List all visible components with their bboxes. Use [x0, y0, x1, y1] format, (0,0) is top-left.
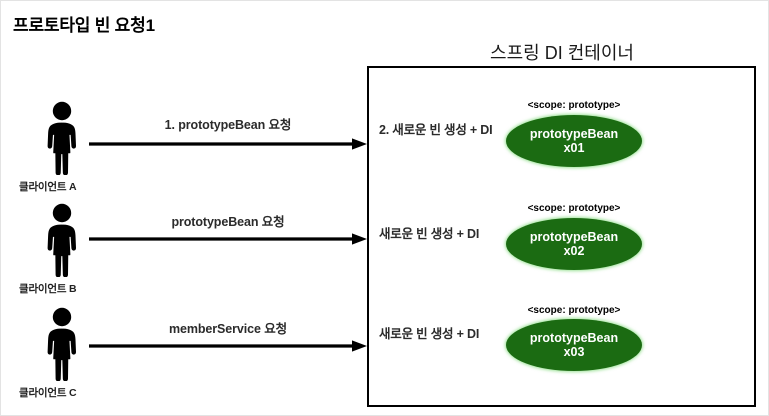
scope-caption-1: <scope: prototype>: [527, 100, 621, 111]
request-arrow-2: [89, 233, 367, 245]
bean-name-1: prototypeBean: [529, 126, 619, 141]
client-c-label: 클라이언트 C: [19, 387, 77, 399]
arrow-label-3: memberService 요청: [169, 322, 287, 336]
person-icon: [47, 203, 77, 277]
page-title: 프로토타입 빈 요청1: [13, 16, 155, 35]
request-arrow-1: [89, 138, 367, 150]
bean-id-2: x02: [563, 244, 585, 258]
bean-name-3: prototypeBean: [529, 330, 619, 345]
bean-node-3: prototypeBean x03: [506, 319, 642, 371]
create-label-2: 새로운 빈 생성 + DI: [379, 227, 480, 241]
person-icon: [47, 307, 77, 381]
di-container-heading: 스프링 DI 컨테이너: [490, 43, 634, 63]
scope-caption-3: <scope: prototype>: [527, 305, 621, 316]
bean-id-1: x01: [563, 141, 585, 155]
client-a-label: 클라이언트 A: [19, 181, 77, 193]
bean-id-3: x03: [563, 345, 585, 359]
bean-name-2: prototypeBean: [529, 229, 619, 244]
create-label-1: 2. 새로운 빈 생성 + DI: [379, 123, 493, 137]
scope-caption-2: <scope: prototype>: [527, 203, 621, 214]
arrow-label-2: prototypeBean 요청: [171, 215, 285, 229]
arrow-label-1: 1. prototypeBean 요청: [164, 118, 292, 132]
client-b-label: 클라이언트 B: [19, 283, 77, 295]
create-label-3: 새로운 빈 생성 + DI: [379, 327, 480, 341]
bean-node-1: prototypeBean x01: [506, 115, 642, 167]
person-icon: [47, 101, 77, 175]
bean-node-2: prototypeBean x02: [506, 218, 642, 270]
request-arrow-3: [89, 340, 367, 352]
